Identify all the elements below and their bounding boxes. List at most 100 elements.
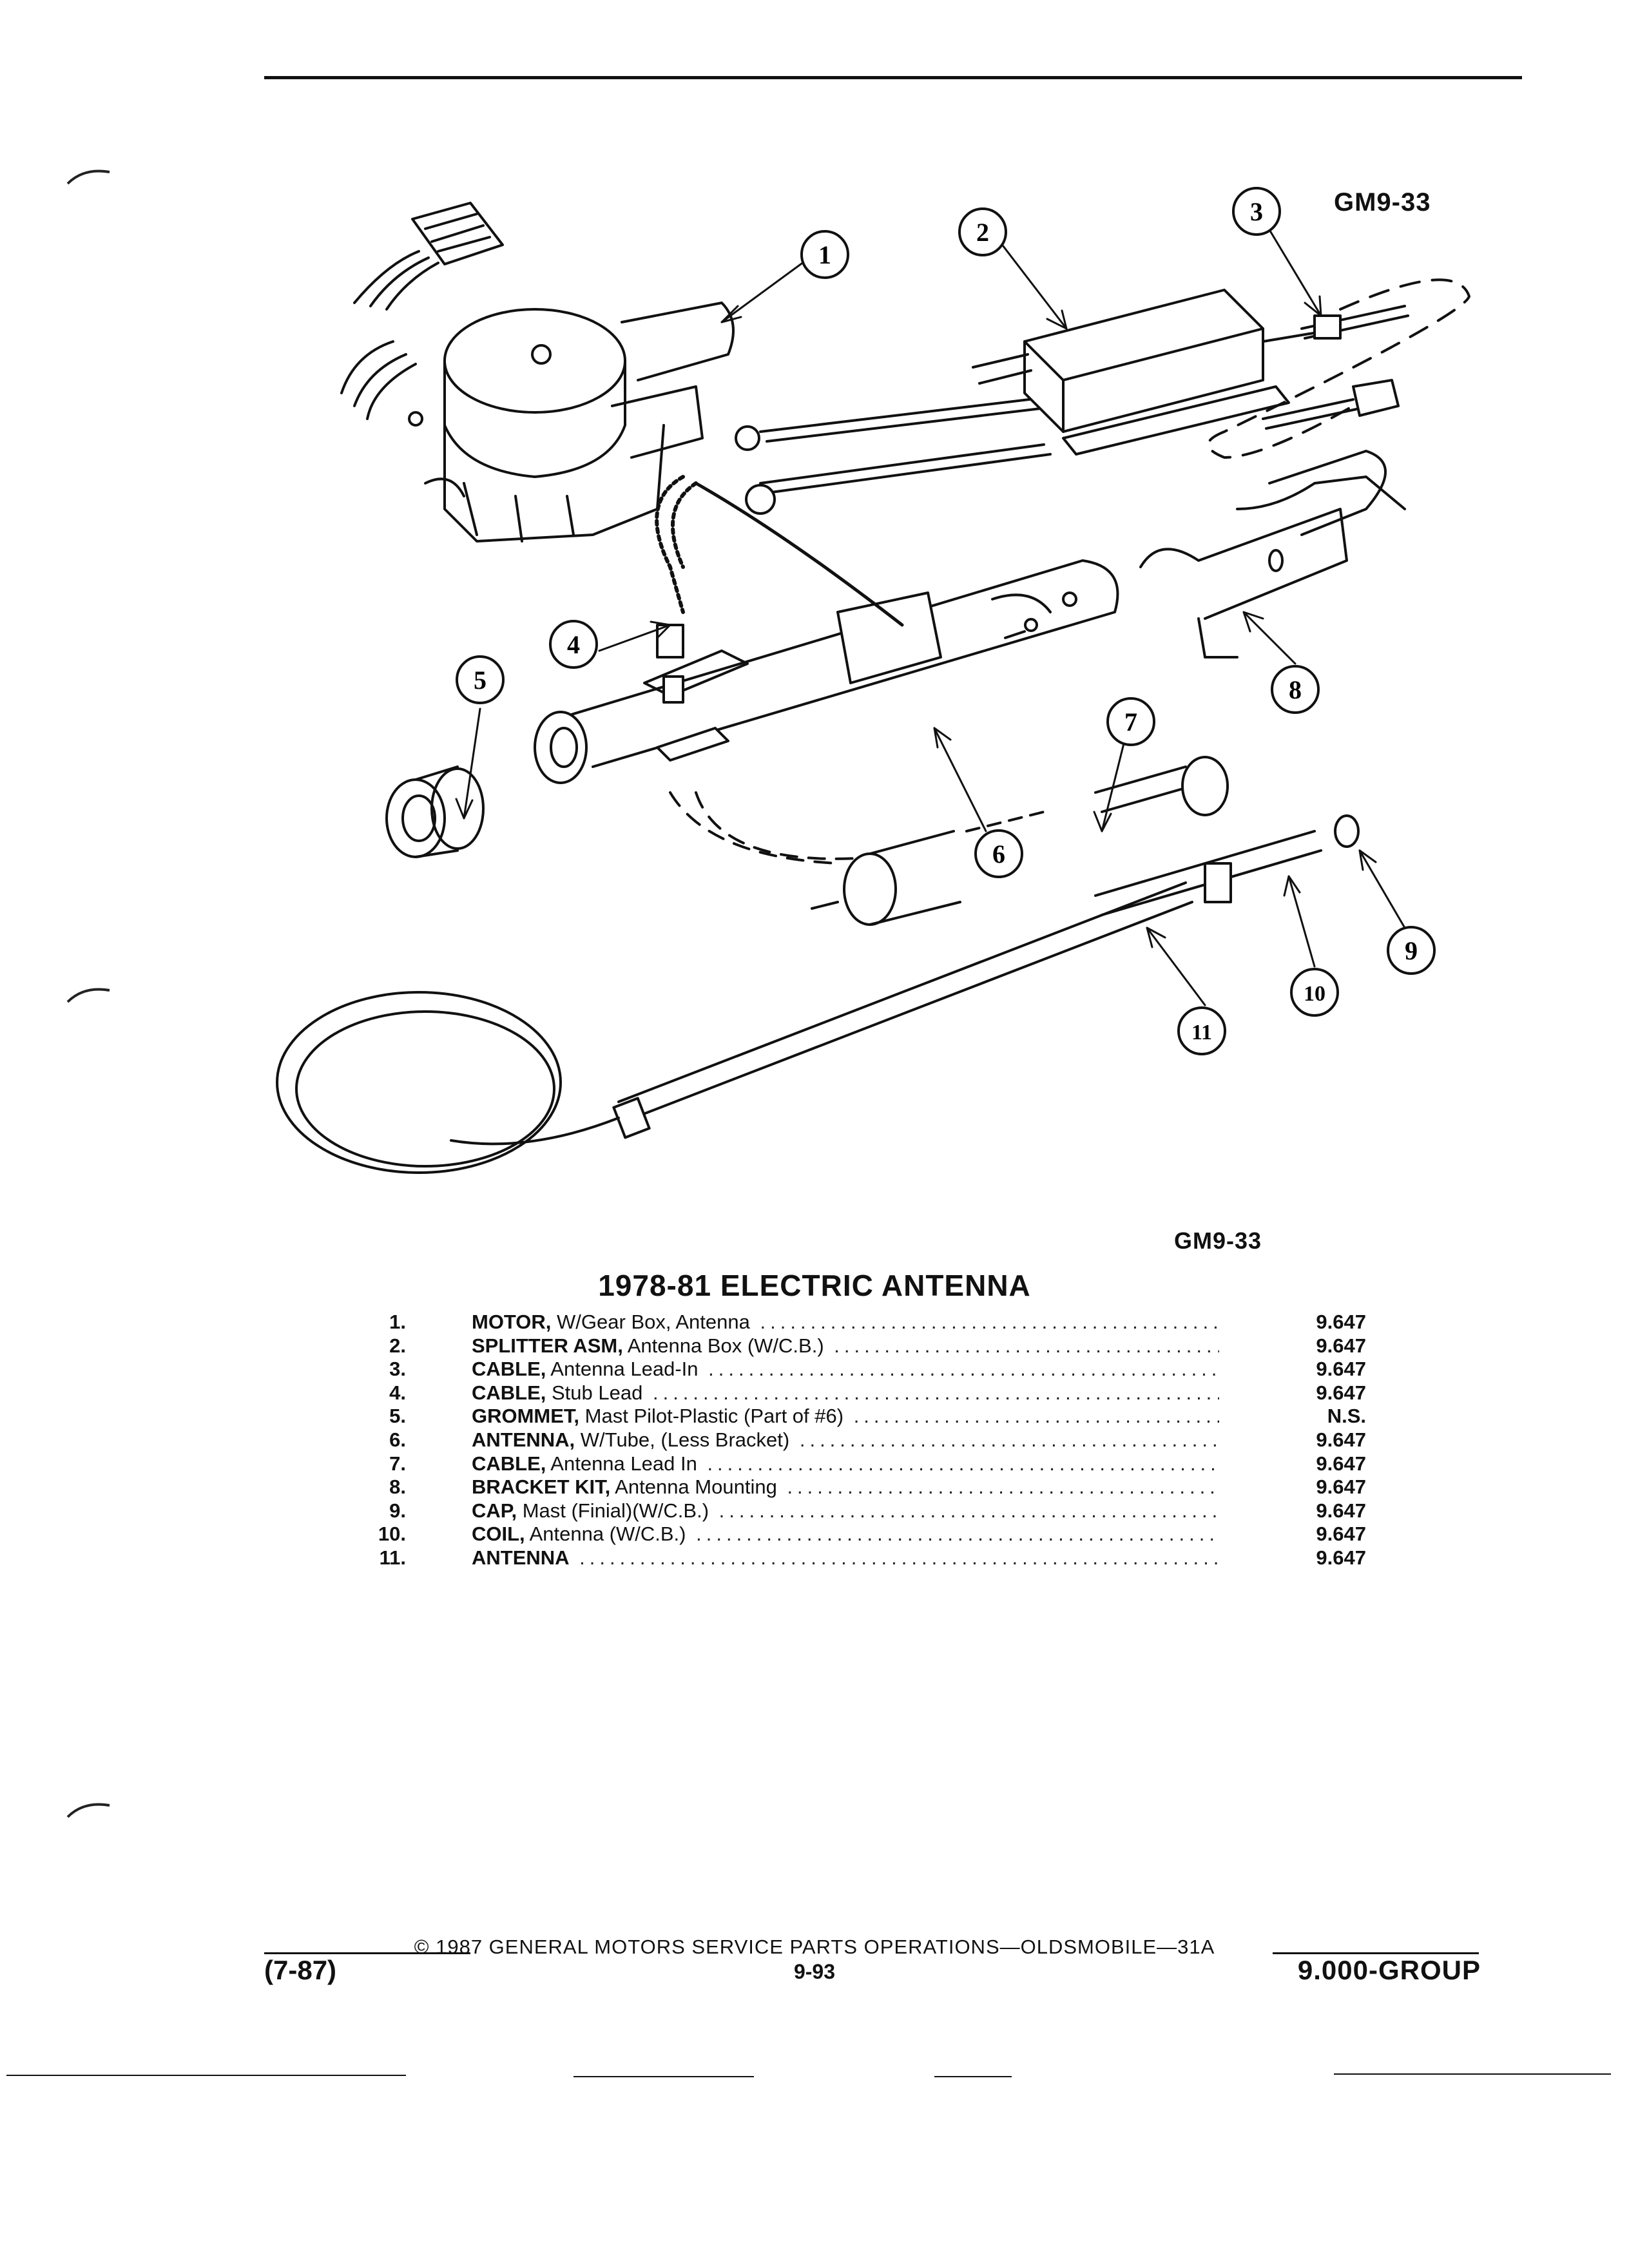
parts-row: 1. MOTOR, W/Gear Box, Antenna ...........… xyxy=(361,1311,1366,1334)
callout-7: 7 xyxy=(1106,697,1155,746)
svg-text:5: 5 xyxy=(474,666,487,695)
svg-text:8: 8 xyxy=(1289,675,1302,704)
part-description: ANTENNA ................................… xyxy=(472,1546,1219,1570)
svg-text:7: 7 xyxy=(1124,707,1137,736)
part-name: ANTENNA, xyxy=(472,1428,575,1451)
part-name: COIL, xyxy=(472,1523,525,1546)
part-description: MOTOR, W/Gear Box, Antenna .............… xyxy=(472,1311,1219,1334)
group-code: 9.000-GROUP xyxy=(1297,1955,1481,1985)
page-number: 9-93 xyxy=(793,1960,836,1983)
svg-text:1: 1 xyxy=(818,240,831,269)
leader-dots: ........................................… xyxy=(652,1381,1219,1404)
part-number: 11. xyxy=(379,1546,406,1569)
part-detail: Antenna (W/C.B.) xyxy=(525,1523,686,1546)
part-description: ANTENNA, W/Tube, (Less Bracket) ........… xyxy=(472,1428,1219,1452)
binder-mark-bottom xyxy=(66,1803,110,1818)
part-description: COIL, Antenna (W/C.B.) .................… xyxy=(472,1523,1219,1546)
part-group-number: N.S. xyxy=(1327,1405,1366,1428)
callout-9: 9 xyxy=(1387,926,1436,975)
part-name: CABLE, xyxy=(472,1452,546,1475)
callout-1: 1 xyxy=(800,230,849,279)
antenna-exploded-diagram: 1 2 3 4 5 6 7 8 9 10 11 xyxy=(276,187,1470,1174)
part-group-number: 9.647 xyxy=(1316,1428,1366,1451)
bottom-rule-mid2 xyxy=(934,2076,1012,2077)
binder-mark-top xyxy=(66,169,110,185)
mounting-bracket xyxy=(1139,450,1406,658)
part-group-number: 9.647 xyxy=(1316,1475,1366,1499)
bottom-rule-left xyxy=(6,2075,406,2076)
parts-row: 6. ANTENNA, W/Tube, (Less Bracket) ......… xyxy=(361,1428,1366,1452)
part-number: 7. xyxy=(389,1452,406,1475)
part-name: CABLE, xyxy=(472,1358,546,1381)
callout-3: 3 xyxy=(1232,187,1281,236)
part-description: BRACKET KIT, Antenna Mounting ..........… xyxy=(472,1475,1219,1499)
parts-row: 3. CABLE, Antenna Lead-In ...............… xyxy=(361,1358,1366,1381)
callout-6: 6 xyxy=(974,829,1023,878)
part-group-number: 9.647 xyxy=(1316,1523,1366,1546)
antenna-lead-cable xyxy=(669,756,1229,926)
part-group-number: 9.647 xyxy=(1316,1311,1366,1333)
callout-11: 11 xyxy=(1177,1006,1226,1055)
leader-dots: ........................................… xyxy=(708,1358,1219,1381)
antenna-tube xyxy=(534,559,1119,784)
svg-text:4: 4 xyxy=(567,630,580,659)
callout-4: 4 xyxy=(549,620,598,669)
revision-date: (7-87) xyxy=(264,1955,337,1985)
part-name: SPLITTER ASM, xyxy=(472,1334,623,1357)
part-number: 5. xyxy=(389,1405,406,1428)
grommet xyxy=(385,765,485,858)
part-group-number: 9.647 xyxy=(1316,1452,1366,1475)
part-name: CABLE, xyxy=(472,1381,546,1404)
parts-row: 2.SPLITTER ASM, Antenna Box (W/C.B.) ...… xyxy=(361,1334,1366,1358)
lead-in-cable-ends xyxy=(1207,278,1470,459)
leader-dots: ........................................… xyxy=(799,1428,1219,1451)
part-number: 3. xyxy=(389,1358,406,1381)
part-group-number: 9.647 xyxy=(1316,1381,1366,1404)
part-detail: Antenna Box (W/C.B.) xyxy=(622,1334,824,1357)
parts-row: 11. ANTENNA .............................… xyxy=(361,1546,1366,1570)
parts-row: 5.GROMMET, Mast Pilot-Plastic (Part of #… xyxy=(361,1405,1366,1428)
part-detail: Antenna Lead In xyxy=(546,1452,697,1475)
part-group-number: 9.647 xyxy=(1316,1358,1366,1381)
part-number: 9. xyxy=(389,1499,406,1522)
part-group-number: 9.647 xyxy=(1316,1499,1366,1522)
part-number: 10. xyxy=(378,1523,406,1546)
bottom-rule-mid xyxy=(574,2076,754,2077)
leader-lines xyxy=(455,218,1406,1006)
footer-rule-right xyxy=(1273,1952,1479,1954)
parts-list: 1. MOTOR, W/Gear Box, Antenna ...........… xyxy=(361,1311,1366,1570)
leader-dots: ........................................… xyxy=(853,1405,1219,1428)
part-number: 4. xyxy=(389,1381,406,1404)
header-rule xyxy=(264,76,1522,79)
leader-dots: ........................................… xyxy=(707,1452,1219,1475)
svg-text:2: 2 xyxy=(976,218,989,247)
leader-dots: ........................................… xyxy=(696,1523,1219,1546)
leader-dots: ........................................… xyxy=(718,1499,1219,1522)
part-description: CABLE, Antenna Lead In .................… xyxy=(472,1452,1219,1475)
figure-code-bottom: GM9-33 xyxy=(1174,1227,1262,1254)
callout-2: 2 xyxy=(958,207,1007,256)
part-name: ANTENNA xyxy=(472,1546,570,1569)
leader-dots: ........................................… xyxy=(834,1334,1219,1357)
antenna-motor xyxy=(340,302,735,543)
motor-connector-plug xyxy=(353,202,504,311)
leader-dots: ........................................… xyxy=(579,1546,1219,1569)
leader-dots: ........................................… xyxy=(760,1311,1220,1333)
part-detail: Antenna Lead-In xyxy=(546,1358,699,1381)
part-detail: Stub Lead xyxy=(546,1381,643,1404)
copyright-line: © 1987 GENERAL MOTORS SERVICE PARTS OPER… xyxy=(414,1936,1215,1958)
svg-text:10: 10 xyxy=(1304,982,1325,1006)
part-number: 1. xyxy=(389,1311,406,1333)
part-number: 6. xyxy=(389,1428,406,1451)
coil-and-cap xyxy=(1094,814,1360,916)
part-number: 8. xyxy=(389,1475,406,1499)
part-detail: W/Gear Box, Antenna xyxy=(551,1311,750,1333)
part-detail: W/Tube, (Less Bracket) xyxy=(575,1428,790,1451)
parts-row: 7. CABLE, Antenna Lead In ...............… xyxy=(361,1452,1366,1476)
part-description: SPLITTER ASM, Antenna Box (W/C.B.) .....… xyxy=(472,1334,1219,1358)
svg-text:3: 3 xyxy=(1250,197,1263,226)
splitter-box xyxy=(972,289,1322,456)
bottom-rule-right xyxy=(1334,2073,1611,2075)
svg-text:6: 6 xyxy=(992,840,1005,869)
section-title: 1978-81 ELECTRIC ANTENNA xyxy=(598,1269,1031,1302)
